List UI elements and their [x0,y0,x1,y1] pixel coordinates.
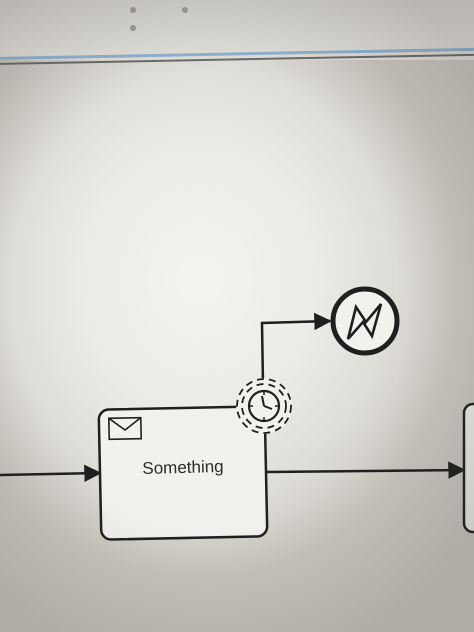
top-dots [130,0,240,31]
envelope-icon [107,416,143,441]
clock-icon [247,389,281,423]
boundary-sequence-flow[interactable] [260,312,332,385]
outgoing-sequence-flow[interactable] [265,461,466,479]
lightning-icon [346,303,383,340]
incoming-sequence-flow[interactable] [0,464,102,483]
task-something[interactable] [97,405,269,541]
next-task-partial[interactable] [462,402,474,534]
task-label: Something [142,456,224,479]
